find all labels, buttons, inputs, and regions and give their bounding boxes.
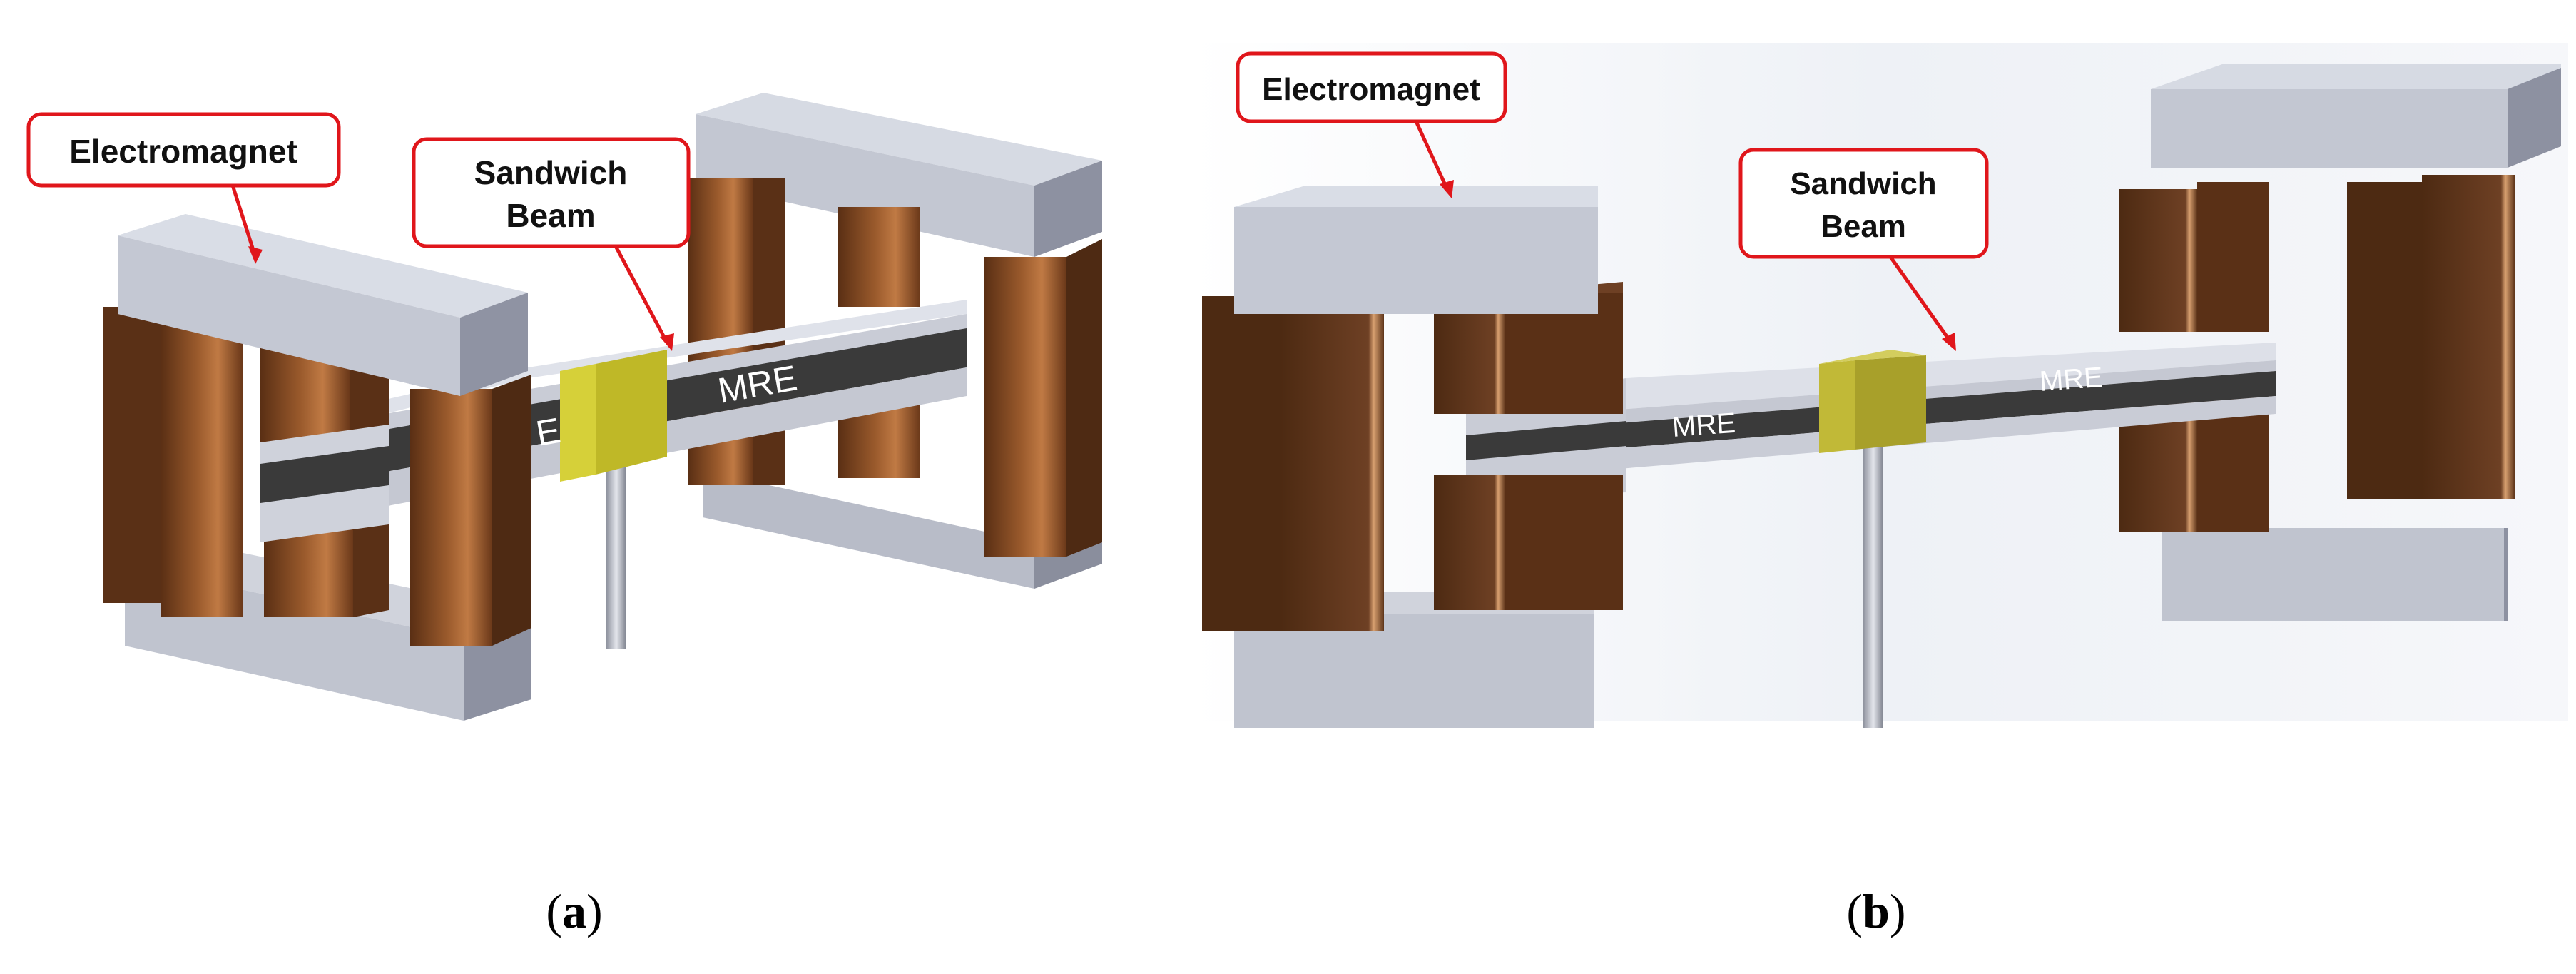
mre-label-left-b: MRE — [1671, 407, 1737, 443]
electromagnet-label-b: Electromagnet — [1236, 51, 1507, 123]
electromagnet-left-b — [1202, 186, 1626, 728]
svg-text:Beam: Beam — [506, 197, 595, 234]
electromagnet-callout-a: Electromagnet — [26, 112, 341, 264]
electromagnet-label-a: Electromagnet — [26, 112, 341, 188]
caption-b: (b) — [1846, 884, 1905, 938]
panel-a: E MRE — [26, 93, 1102, 721]
electromagnet-left-a — [103, 214, 531, 721]
svg-text:Electromagnet: Electromagnet — [69, 133, 297, 170]
electromagnet-right-b — [2119, 64, 2561, 621]
clamp-a — [596, 350, 667, 475]
electromagnet-callout-b: Electromagnet — [1236, 51, 1507, 198]
sandwich-beam-label-a: Sandwich Beam — [412, 137, 691, 248]
sandwich-beam-callout-a: Sandwich Beam — [412, 137, 691, 351]
clamp-b — [1855, 355, 1926, 450]
caption-a: (a) — [546, 884, 602, 938]
svg-text:Sandwich: Sandwich — [1790, 166, 1936, 201]
mre-label-right-b: MRE — [2039, 362, 2104, 397]
svg-text:Electromagnet: Electromagnet — [1262, 72, 1480, 107]
sandwich-beam-b: MRE MRE — [1466, 343, 2276, 728]
sandwich-beam-callout-b: Sandwich Beam — [1738, 148, 1989, 351]
sandwich-beam-label-b: Sandwich Beam — [1738, 148, 1989, 259]
svg-text:Beam: Beam — [1821, 209, 1906, 244]
svg-text:Sandwich: Sandwich — [474, 154, 628, 191]
panel-b: MRE MRE — [1191, 43, 2568, 728]
support-rod-b — [1863, 442, 1883, 728]
